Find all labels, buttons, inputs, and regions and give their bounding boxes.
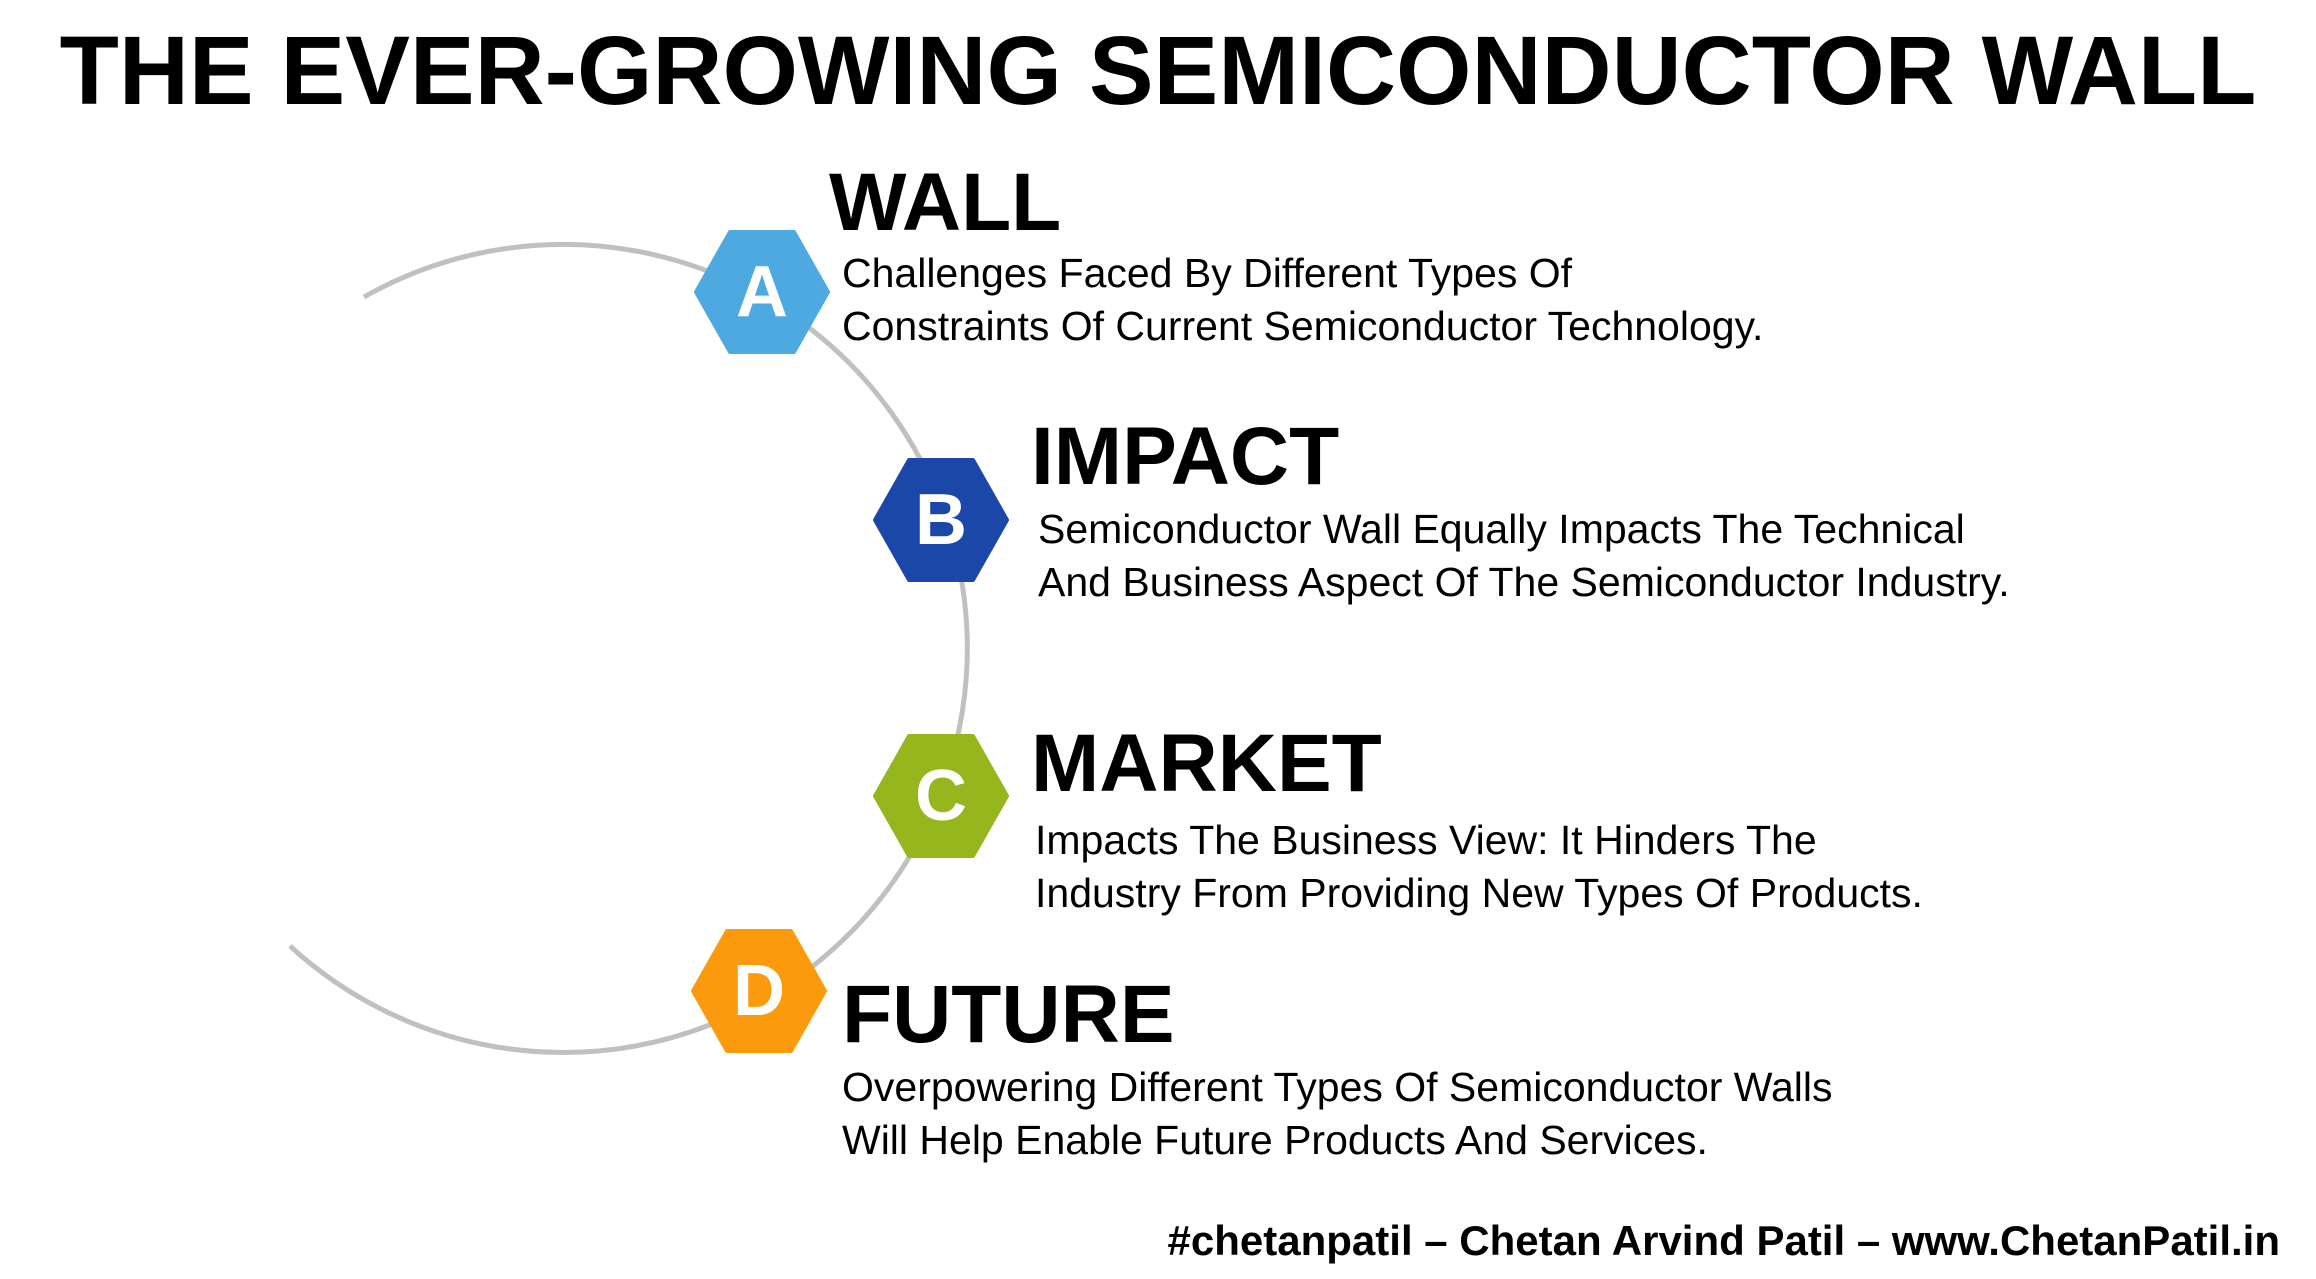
item-description-impact: Semiconductor Wall Equally Impacts The T… <box>1038 503 2010 609</box>
hexagon-badge-a: A <box>694 230 830 354</box>
badge-letter: A <box>736 252 788 332</box>
description-line: Overpowering Different Types Of Semicond… <box>842 1064 1833 1110</box>
item-description-wall: Challenges Faced By Different Types Of C… <box>842 247 1763 353</box>
footer-credit: #chetanpatil – Chetan Arvind Patil – www… <box>1167 1217 2280 1264</box>
item-heading-market: MARKET <box>1031 718 1382 809</box>
description-line: Impacts The Business View: It Hinders Th… <box>1035 817 1817 863</box>
badge-letter: B <box>915 480 967 560</box>
hexagon-badge-b: B <box>873 458 1009 582</box>
item-heading-wall: WALL <box>829 157 1062 248</box>
badge-letter: D <box>733 951 785 1031</box>
description-line: Challenges Faced By Different Types Of <box>842 250 1573 296</box>
description-line: Constraints Of Current Semiconductor Tec… <box>842 303 1764 349</box>
badge-letter: C <box>915 756 967 836</box>
page-title: THE EVER-GROWING SEMICONDUCTOR WALL <box>59 16 2257 125</box>
hexagon-badge-d: D <box>691 929 827 1053</box>
description-line: Semiconductor Wall Equally Impacts The T… <box>1038 506 1965 552</box>
item-description-market: Impacts The Business View: It Hinders Th… <box>1035 814 1923 920</box>
description-line: Industry From Providing New Types Of Pro… <box>1035 870 1923 916</box>
item-heading-future: FUTURE <box>842 969 1175 1060</box>
hexagon-badge-c: C <box>873 734 1009 858</box>
description-line: And Business Aspect Of The Semiconductor… <box>1038 559 2010 605</box>
item-description-future: Overpowering Different Types Of Semicond… <box>842 1061 1833 1167</box>
description-line: Will Help Enable Future Products And Ser… <box>842 1117 1708 1163</box>
item-heading-impact: IMPACT <box>1031 411 1340 502</box>
